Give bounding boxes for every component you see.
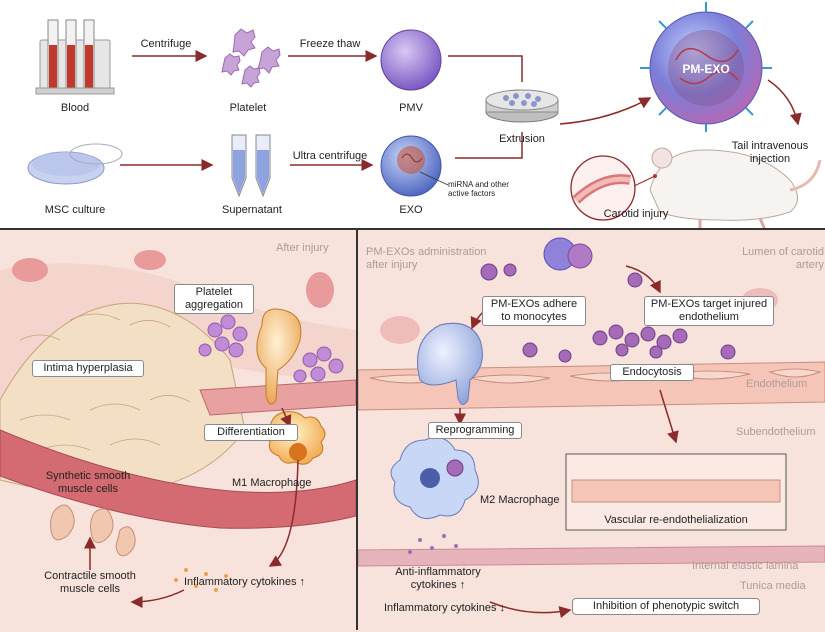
synthetic-smc-label: Synthetic smooth muscle cells <box>45 470 131 495</box>
arrow <box>268 459 299 567</box>
panel-divider <box>356 228 358 630</box>
exo-label: EXO <box>399 204 423 216</box>
mouse-icon <box>649 147 822 228</box>
platelets-icon <box>221 28 281 88</box>
subendothelium-label: Subendothelium <box>736 426 816 438</box>
after-injury-label: After injury <box>276 242 329 254</box>
inflammatory-cytokines-text: Inflammatory cytokines <box>184 576 297 588</box>
pmv-sphere-icon <box>380 29 442 91</box>
arrow <box>130 589 185 608</box>
preparation-graphics <box>27 2 822 228</box>
inflammatory-cytokines-label-left: Inflammatory cytokines ↑ <box>184 576 305 588</box>
m1-macrophage-label: M1 Macrophage <box>232 477 312 489</box>
tunica-media-label: Tunica media <box>740 580 806 592</box>
arrow <box>767 79 802 126</box>
target-box: PM-EXOs target injured endothelium <box>644 296 774 326</box>
administration-label: PM-EXOs administration after injury <box>366 246 487 271</box>
re-endothelialization-label: Vascular re-endothelialization <box>604 514 748 526</box>
mirna-label: miRNA and other active factors <box>448 180 509 198</box>
arrow <box>559 97 652 125</box>
pm-exo-label: PM-EXO <box>682 62 730 76</box>
intima-hyperplasia-box: Intima hyperplasia <box>32 360 144 377</box>
extrusion-device-icon <box>485 89 559 123</box>
freeze-thaw-label: Freeze thaw <box>299 38 361 50</box>
anti-inflammatory-label: Anti-inflammatory cytokines ↑ <box>382 566 494 592</box>
platelet-aggregation-box: Platelet aggregation <box>174 284 254 314</box>
mechanism-panel: After injury Platelet aggregation Intima… <box>0 228 825 632</box>
up-arrow-icon: ↑ <box>459 579 466 591</box>
inhibition-box: Inhibition of phenotypic switch <box>572 598 760 615</box>
extrusion-label: Extrusion <box>499 133 545 145</box>
carotid-injury-inset <box>570 155 656 221</box>
pm-exo-cluster-icon <box>543 237 593 271</box>
preparation-panel: Blood Centrifuge Platelet Freeze thaw PM… <box>0 0 825 228</box>
platelet-label: Platelet <box>229 102 267 114</box>
elastic-lamina-label: Internal elastic lamina <box>692 560 799 572</box>
carotid-injury-label: Carotid injury <box>603 208 669 220</box>
inflammatory-cytokines-label-right: Inflammatory cytokines ↓ <box>384 602 505 614</box>
pm-exo-sphere-icon <box>640 2 772 132</box>
adhere-box: PM-EXOs adhere to monocytes <box>482 296 586 326</box>
anti-inflammatory-text: Anti-inflammatory cytokines <box>395 566 481 591</box>
arrow <box>659 389 679 444</box>
contractile-smc-label: Contractile smooth muscle cells <box>44 570 136 595</box>
arrow <box>280 407 292 428</box>
exo-sphere-icon <box>380 135 449 197</box>
m2-macrophage-label: M2 Macrophage <box>480 494 560 506</box>
arrow <box>455 132 523 159</box>
inflammatory-cytokines-text: Inflammatory cytokines <box>384 602 497 614</box>
differentiation-box: Differentiation <box>204 424 298 441</box>
arrow <box>448 55 523 82</box>
supernatant-tubes-icon <box>231 134 271 198</box>
blood-label: Blood <box>60 102 90 114</box>
up-arrow-icon: ↑ <box>299 576 306 588</box>
tail-injection-label: Tail intravenous injection <box>731 140 809 165</box>
arrow <box>489 601 572 618</box>
centrifuge-label: Centrifuge <box>140 38 192 50</box>
endocytosis-box: Endocytosis <box>610 364 694 381</box>
endothelium-label: Endothelium <box>746 378 808 390</box>
blood-tubes-icon <box>35 19 115 95</box>
reprogramming-box: Reprogramming <box>428 422 522 439</box>
ultra-centrifuge-label: Ultra centrifuge <box>292 150 368 162</box>
down-arrow-icon: ↓ <box>499 602 506 614</box>
supernatant-label: Supernatant <box>222 204 282 216</box>
lumen-label: Lumen of carotid artery <box>742 246 824 271</box>
pmv-label: PMV <box>399 102 423 114</box>
msc-culture-label: MSC culture <box>44 204 106 216</box>
petri-dish-icon <box>27 143 123 185</box>
arrow <box>625 265 661 294</box>
